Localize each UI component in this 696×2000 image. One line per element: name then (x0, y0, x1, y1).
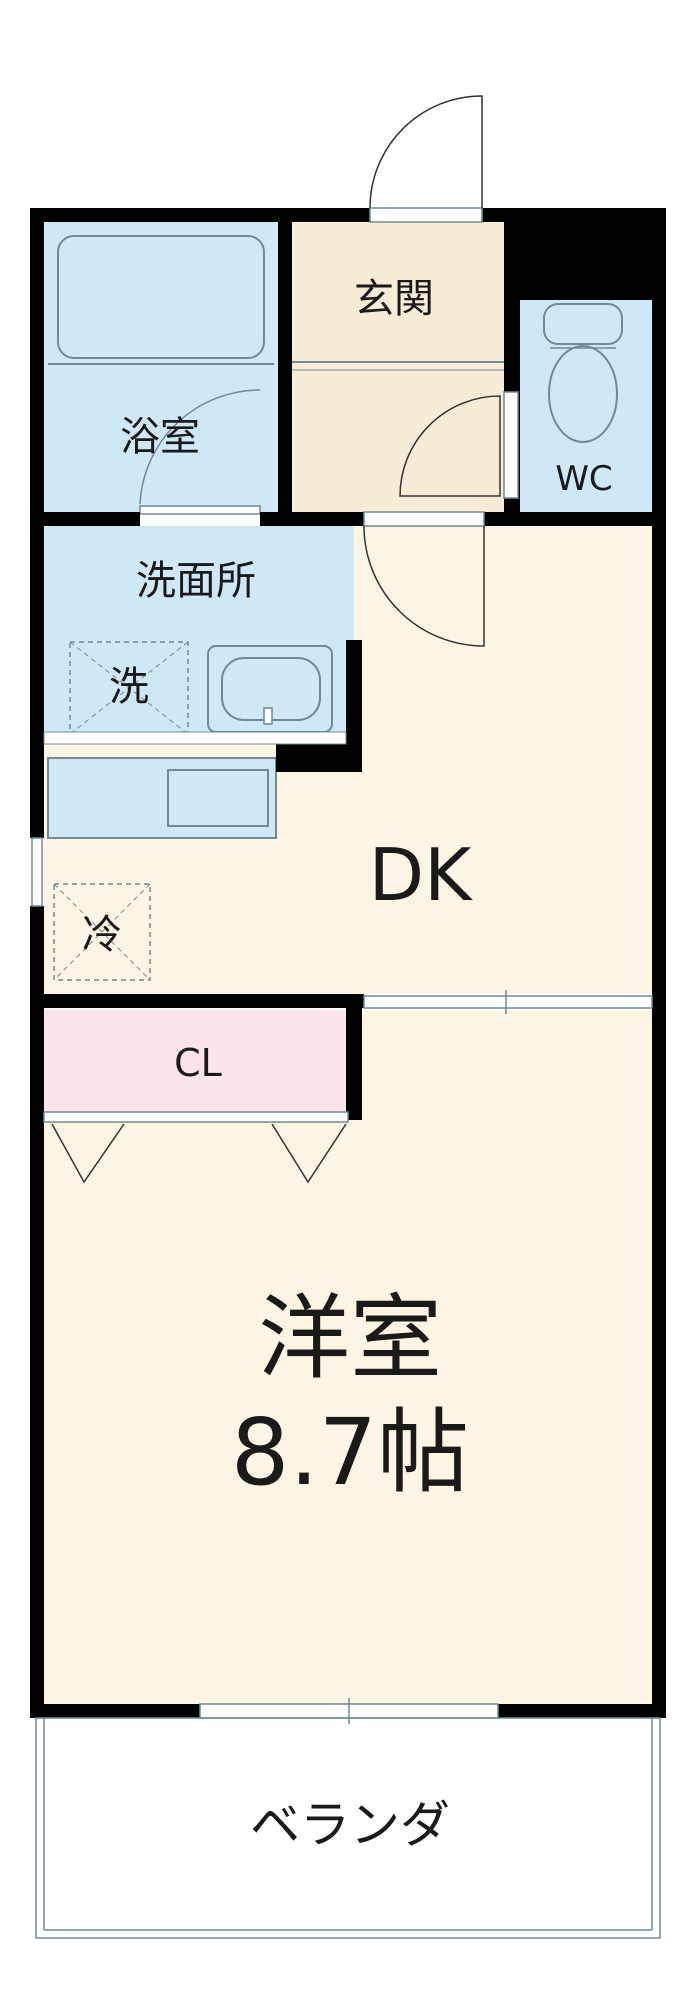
entrance-floor (292, 222, 504, 512)
wc-door-swing (399, 395, 501, 497)
balcony-outline (35, 1717, 661, 1939)
label-wc: WC (555, 459, 612, 499)
label-western-room-size: 8.7帖 (231, 1399, 469, 1506)
dk-window (31, 837, 43, 907)
bath-door-swing (139, 389, 261, 505)
label-balcony: ベランダ (250, 1796, 450, 1854)
faucet-icon (263, 707, 273, 725)
front-door-frame (369, 207, 483, 223)
bath-door (139, 505, 261, 515)
fridge-spot-diag-2 (53, 883, 151, 981)
label-dk: DK (369, 833, 473, 917)
sliding-door-dk (363, 995, 653, 1009)
washer-spot (69, 641, 189, 735)
toilet-tank (543, 303, 623, 345)
label-washroom: 洗面所 (136, 558, 256, 604)
label-closet: CL (174, 1041, 222, 1085)
washroom-edge (43, 731, 347, 745)
western-room-floor (44, 1010, 652, 1710)
wc-door (503, 391, 519, 499)
label-entrance: 玄関 (354, 276, 434, 322)
dk-door-swing (363, 525, 485, 647)
closet-floor-2 (44, 1010, 350, 1112)
front-door-swing (369, 95, 483, 209)
label-bath: 浴室 (120, 414, 200, 460)
label-western-room: 洋室 (258, 1285, 442, 1392)
closet-door-rail (43, 1111, 349, 1123)
washer-spot-diag-2 (69, 641, 189, 735)
walls (30, 208, 666, 1718)
bathtub (57, 235, 265, 359)
label-washer: 洗 (109, 664, 149, 710)
label-fridge: 冷 (82, 912, 122, 958)
kitchen-sink (167, 769, 269, 827)
closet-door-right (271, 1123, 347, 1184)
fridge-spot (53, 883, 151, 981)
dk-door (363, 511, 485, 527)
closet-door-left (51, 1123, 125, 1184)
toilet-bowl (548, 345, 618, 443)
